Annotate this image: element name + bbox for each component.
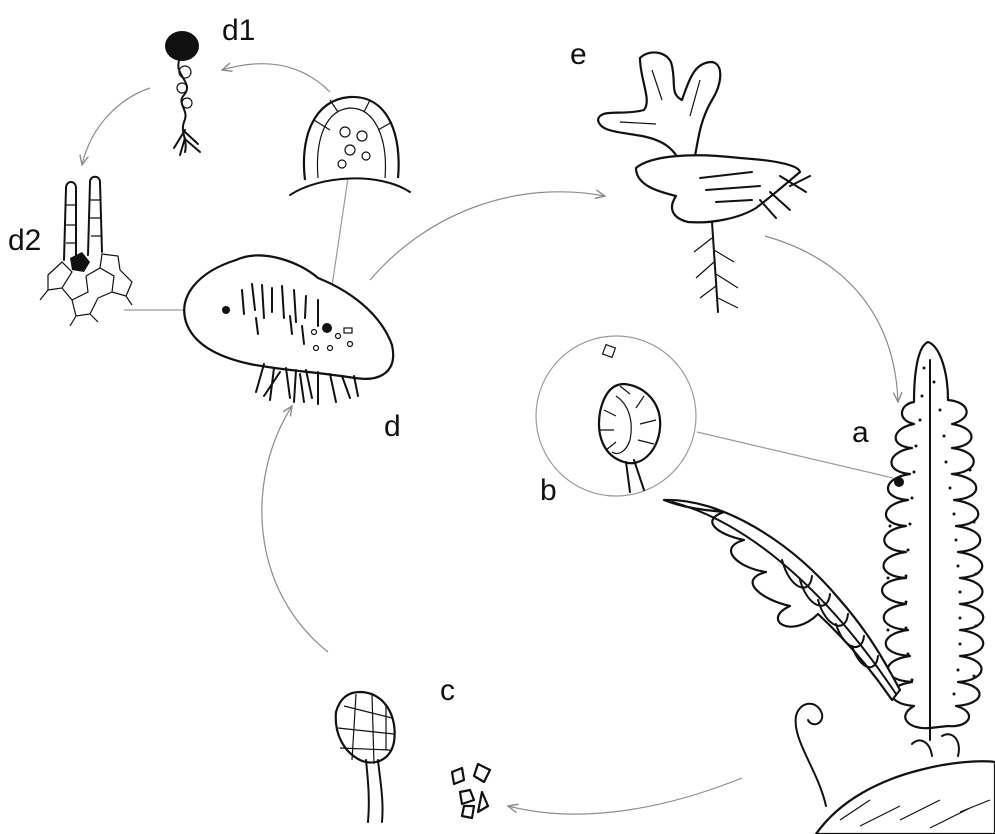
young-sporophyte-d1 <box>165 31 200 155</box>
label-b: b <box>540 474 557 507</box>
prothallus-d <box>184 255 393 404</box>
arrow-c-to-d <box>262 406 328 652</box>
label-c: c <box>440 674 455 707</box>
young-sporophyte-e <box>598 52 810 312</box>
archegonium <box>290 97 410 195</box>
arrow-a-to-c <box>508 778 742 814</box>
arrow-archegonium-to-d1 <box>222 64 330 92</box>
archegonia-cluster-d2 <box>40 177 132 326</box>
arrow-d-to-e <box>370 192 605 280</box>
label-e: e <box>570 38 587 71</box>
label-d1: d1 <box>222 14 255 47</box>
sporangium-b <box>536 336 696 496</box>
label-d2: d2 <box>8 224 41 257</box>
arrow-d1-to-d2 <box>82 88 150 165</box>
arrow-e-to-a <box>765 236 898 402</box>
sporangium-c <box>336 692 490 822</box>
label-a: a <box>852 416 869 449</box>
fern-sporophyte-a <box>664 342 995 834</box>
label-d: d <box>384 410 401 443</box>
